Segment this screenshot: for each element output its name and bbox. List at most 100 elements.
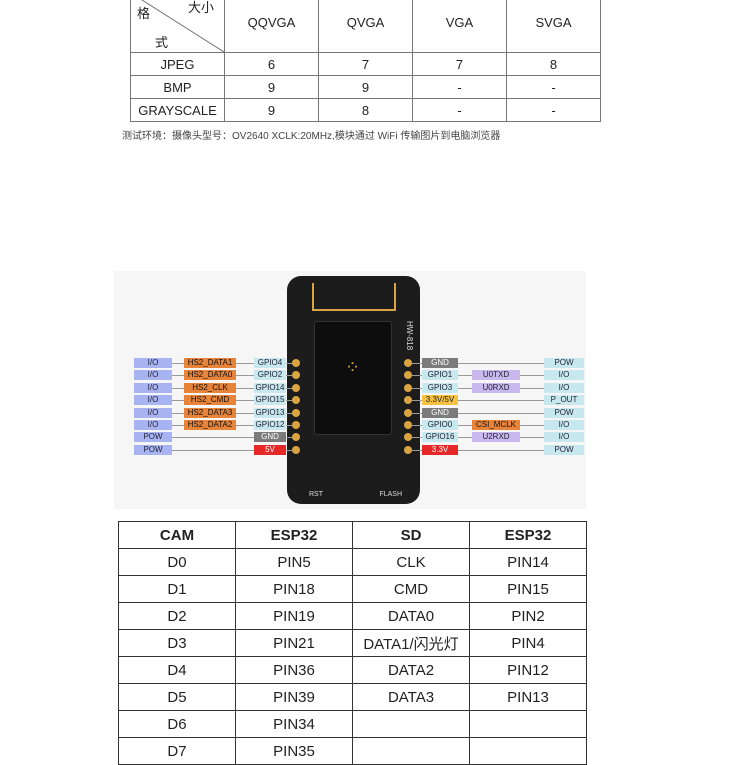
gpio-label: GPIO15 [254, 395, 286, 406]
pin-pad [404, 359, 412, 367]
table-cell: PIN39 [235, 683, 353, 711]
table-cell: D6 [118, 710, 236, 738]
pin-pad [292, 433, 300, 442]
esp32-cam-board: ⁘ HW-818 RST FLASH [287, 276, 420, 504]
table-cell: PIN35 [235, 737, 353, 765]
value-cell: 7 [318, 52, 413, 76]
pin-pad [404, 433, 412, 442]
table-cell [469, 737, 587, 765]
board-model-label: HW-818 [405, 321, 414, 351]
table-header-row: 大小 格 式 QQVGA QVGA VGA SVGA [130, 0, 601, 53]
table-cell: PIN4 [469, 629, 587, 657]
table-cell: D2 [118, 602, 236, 630]
table-cell [352, 710, 470, 738]
pin-function-label: U0TXD [472, 370, 520, 381]
diagonal-divider [141, 0, 224, 52]
pin-type-label: I/O [544, 382, 584, 393]
table-row: JPEG 6 7 7 8 [130, 52, 601, 76]
pin-function-label: U2RXD [472, 432, 520, 443]
table-cell: PIN36 [235, 656, 353, 684]
table-cell: PIN18 [235, 575, 353, 603]
format-cell: GRAYSCALE [130, 98, 225, 122]
pin-leader-line [134, 437, 294, 439]
gpio-label: GPIO0 [422, 420, 458, 430]
table-cell: PIN34 [235, 710, 353, 738]
shield-logo-icon: ⁘ [345, 357, 361, 377]
value-cell: - [412, 98, 507, 122]
gpio-label: GPIO12 [254, 420, 286, 430]
module-shield: ⁘ [314, 321, 392, 435]
pin-type-label: I/O [544, 420, 584, 430]
column-header: SD [352, 521, 470, 549]
pin-pad [292, 359, 300, 367]
column-header: ESP32 [469, 521, 587, 549]
column-header: CAM [118, 521, 236, 549]
table-cell: DATA2 [352, 656, 470, 684]
table-cell: D1 [118, 575, 236, 603]
pin-pad [404, 421, 412, 429]
value-cell: 8 [506, 52, 601, 76]
value-cell: 7 [412, 52, 507, 76]
table-cell [469, 710, 587, 738]
pin-function-label: CSI_MCLK [472, 420, 520, 430]
table-row: GRAYSCALE 9 8 - - [130, 98, 601, 122]
table-cell: D3 [118, 629, 236, 657]
value-cell: 9 [224, 98, 319, 122]
pin-function-label: HS2_CMD [184, 395, 236, 406]
pin-type-label: POW [134, 444, 172, 455]
gpio-label: GPIO13 [254, 407, 286, 418]
pin-leader-line [134, 449, 294, 451]
value-cell: - [506, 98, 601, 122]
gpio-label: GPIO14 [254, 382, 286, 393]
format-label-2: 式 [155, 35, 169, 50]
table-cell: D5 [118, 683, 236, 711]
pin-pad [404, 408, 412, 417]
pin-pad [292, 445, 300, 454]
pin-function-label: HS2_DATA0 [184, 370, 236, 381]
table-cell: PIN14 [469, 548, 587, 576]
gpio-label: GPIO4 [254, 358, 286, 368]
test-environment-note: 测试环境：摄像头型号：OV2640 XCLK:20MHz,模块通过 WiFi 传… [122, 131, 501, 142]
gpio-label: GPIO2 [254, 370, 286, 381]
table-cell: DATA1/闪光灯 [352, 629, 470, 657]
table-header-row: CAM ESP32 SD ESP32 [118, 521, 587, 549]
pin-pad [404, 383, 412, 392]
format-cell: BMP [130, 75, 225, 99]
pin-pad [404, 396, 412, 405]
column-header: VGA [412, 0, 507, 53]
format-cell: JPEG [130, 52, 225, 76]
table-cell [352, 737, 470, 765]
pin-pad [292, 421, 300, 429]
format-label-1: 格 [137, 6, 151, 21]
pin-type-label: POW [544, 407, 584, 418]
table-cell: PIN5 [235, 548, 353, 576]
gpio-label: GPIO3 [422, 382, 458, 393]
pin-pad [292, 408, 300, 417]
value-cell: 9 [318, 75, 413, 99]
value-cell: 6 [224, 52, 319, 76]
gpio-label: GPIO1 [422, 370, 458, 381]
pin-leader-line [410, 412, 566, 414]
gpio-label: 5V [254, 444, 286, 455]
gpio-label: GND [422, 407, 458, 418]
pin-type-label: I/O [134, 358, 172, 368]
table-cell: D4 [118, 656, 236, 684]
column-header: ESP32 [235, 521, 353, 549]
pin-type-label: I/O [134, 395, 172, 406]
table-cell: PIN12 [469, 656, 587, 684]
gpio-label: 3.3V/5V [422, 395, 458, 406]
gpio-label: GND [254, 432, 286, 443]
value-cell: - [506, 75, 601, 99]
table-cell: DATA0 [352, 602, 470, 630]
pin-pad [404, 371, 412, 380]
pin-type-label: I/O [134, 370, 172, 381]
table-cell: PIN19 [235, 602, 353, 630]
pin-pad [292, 396, 300, 405]
